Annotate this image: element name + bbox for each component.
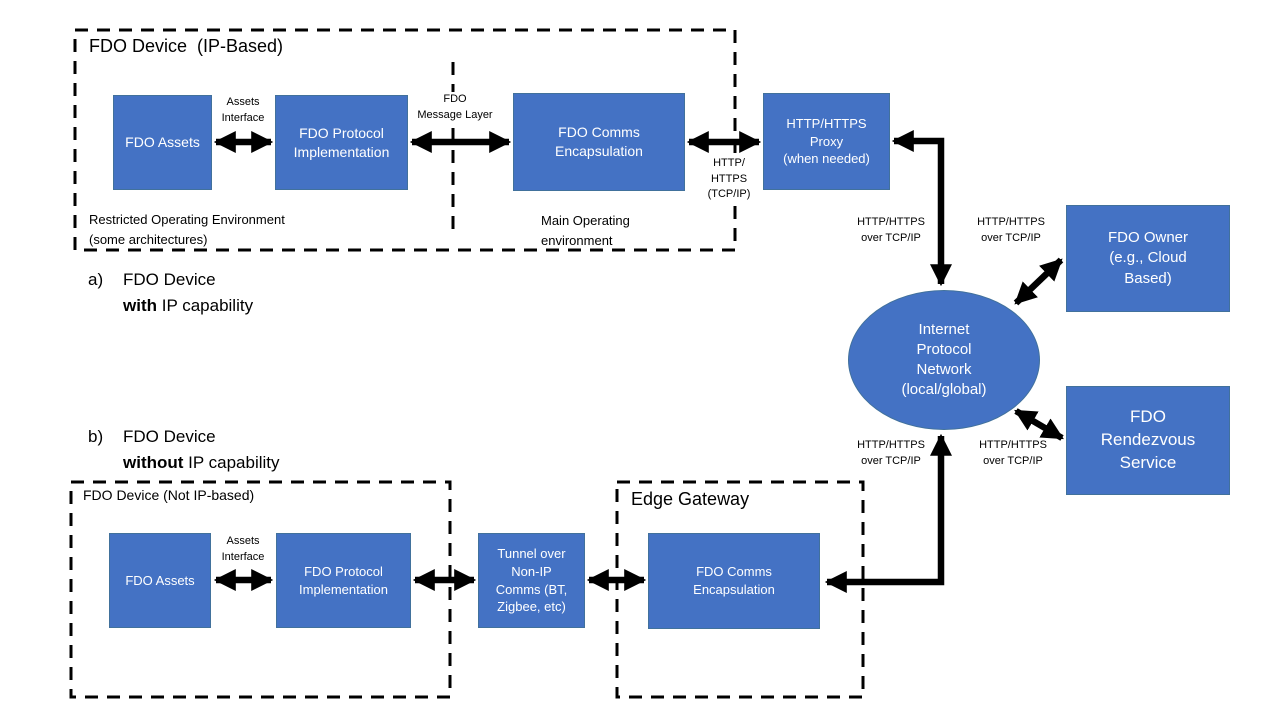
http-proxy-box: HTTP/HTTPS Proxy (when needed) (763, 93, 890, 190)
fdo-rendezvous-box: FDO Rendezvous Service (1066, 386, 1230, 495)
arrow-proxy-network (891, 130, 952, 287)
heading-b-line1: FDO Device (123, 427, 216, 446)
edge-gateway-title: Edge Gateway (631, 489, 750, 509)
device-ip-title: FDO Device (IP-Based) (89, 36, 284, 56)
internet-protocol-network-ellipse: Internet Protocol Network (local/global) (848, 290, 1040, 430)
heading-b-text: FDO Device without IP capability (123, 424, 280, 476)
heading-b-rest: IP capability (183, 453, 280, 472)
arrow-network-gateway (824, 433, 952, 593)
heading-a-text: FDO Device with IP capability (123, 267, 253, 319)
http-over-tcpip-label-bottom-left: HTTP/HTTPS over TCP/IP (857, 439, 925, 467)
http-over-tcpip-label-top-right: HTTP/HTTPS over TCP/IP (977, 216, 1045, 244)
fdo-protocol-box-a: FDO Protocol Implementation (275, 95, 408, 190)
heading-b: b) FDO Device without IP capability (88, 424, 280, 476)
heading-b-line2: without IP capability (123, 450, 280, 476)
http-over-tcpip-label-bottom-right: HTTP/HTTPS over TCP/IP (979, 439, 1047, 467)
heading-a-line1: FDO Device (123, 270, 216, 289)
fdo-assets-box-b: FDO Assets (109, 533, 211, 628)
device-nonip-title: FDO Device (Not IP-based) (83, 487, 255, 503)
arrow-network-owner (1013, 257, 1064, 306)
fdo-comms-box-b: FDO Comms Encapsulation (648, 533, 820, 629)
assets-interface-label-a: Assets Interface (221, 96, 265, 124)
fdo-comms-box-a: FDO Comms Encapsulation (513, 93, 685, 191)
assets-interface-label-b: Assets Interface (221, 535, 265, 563)
heading-a-bold-word: with (123, 296, 157, 315)
fdo-protocol-box-b: FDO Protocol Implementation (276, 533, 411, 628)
fdo-owner-box: FDO Owner (e.g., Cloud Based) (1066, 205, 1230, 312)
http-over-tcpip-label-top-left: HTTP/HTTPS over TCP/IP (857, 216, 925, 244)
fdo-message-layer-label: FDO Message Layer (408, 92, 502, 124)
heading-a-prefix: a) (88, 270, 104, 289)
restricted-env-label: Restricted Operating Environment (some a… (89, 212, 285, 247)
http-https-tcpip-label: HTTP/ HTTPS (TCP/IP) (698, 156, 760, 203)
heading-a: a) FDO Device with IP capability (88, 267, 253, 319)
arrow-network-rendezvous (1014, 408, 1064, 441)
heading-a-line2: with IP capability (123, 293, 253, 319)
heading-b-prefix: b) (88, 427, 104, 446)
tunnel-box: Tunnel over Non-IP Comms (BT, Zigbee, et… (478, 533, 585, 628)
heading-a-rest: IP capability (157, 296, 254, 315)
heading-b-bold-word: without (123, 453, 184, 472)
main-env-label: Main Operating environment (541, 213, 630, 248)
fdo-assets-box-a: FDO Assets (113, 95, 212, 190)
